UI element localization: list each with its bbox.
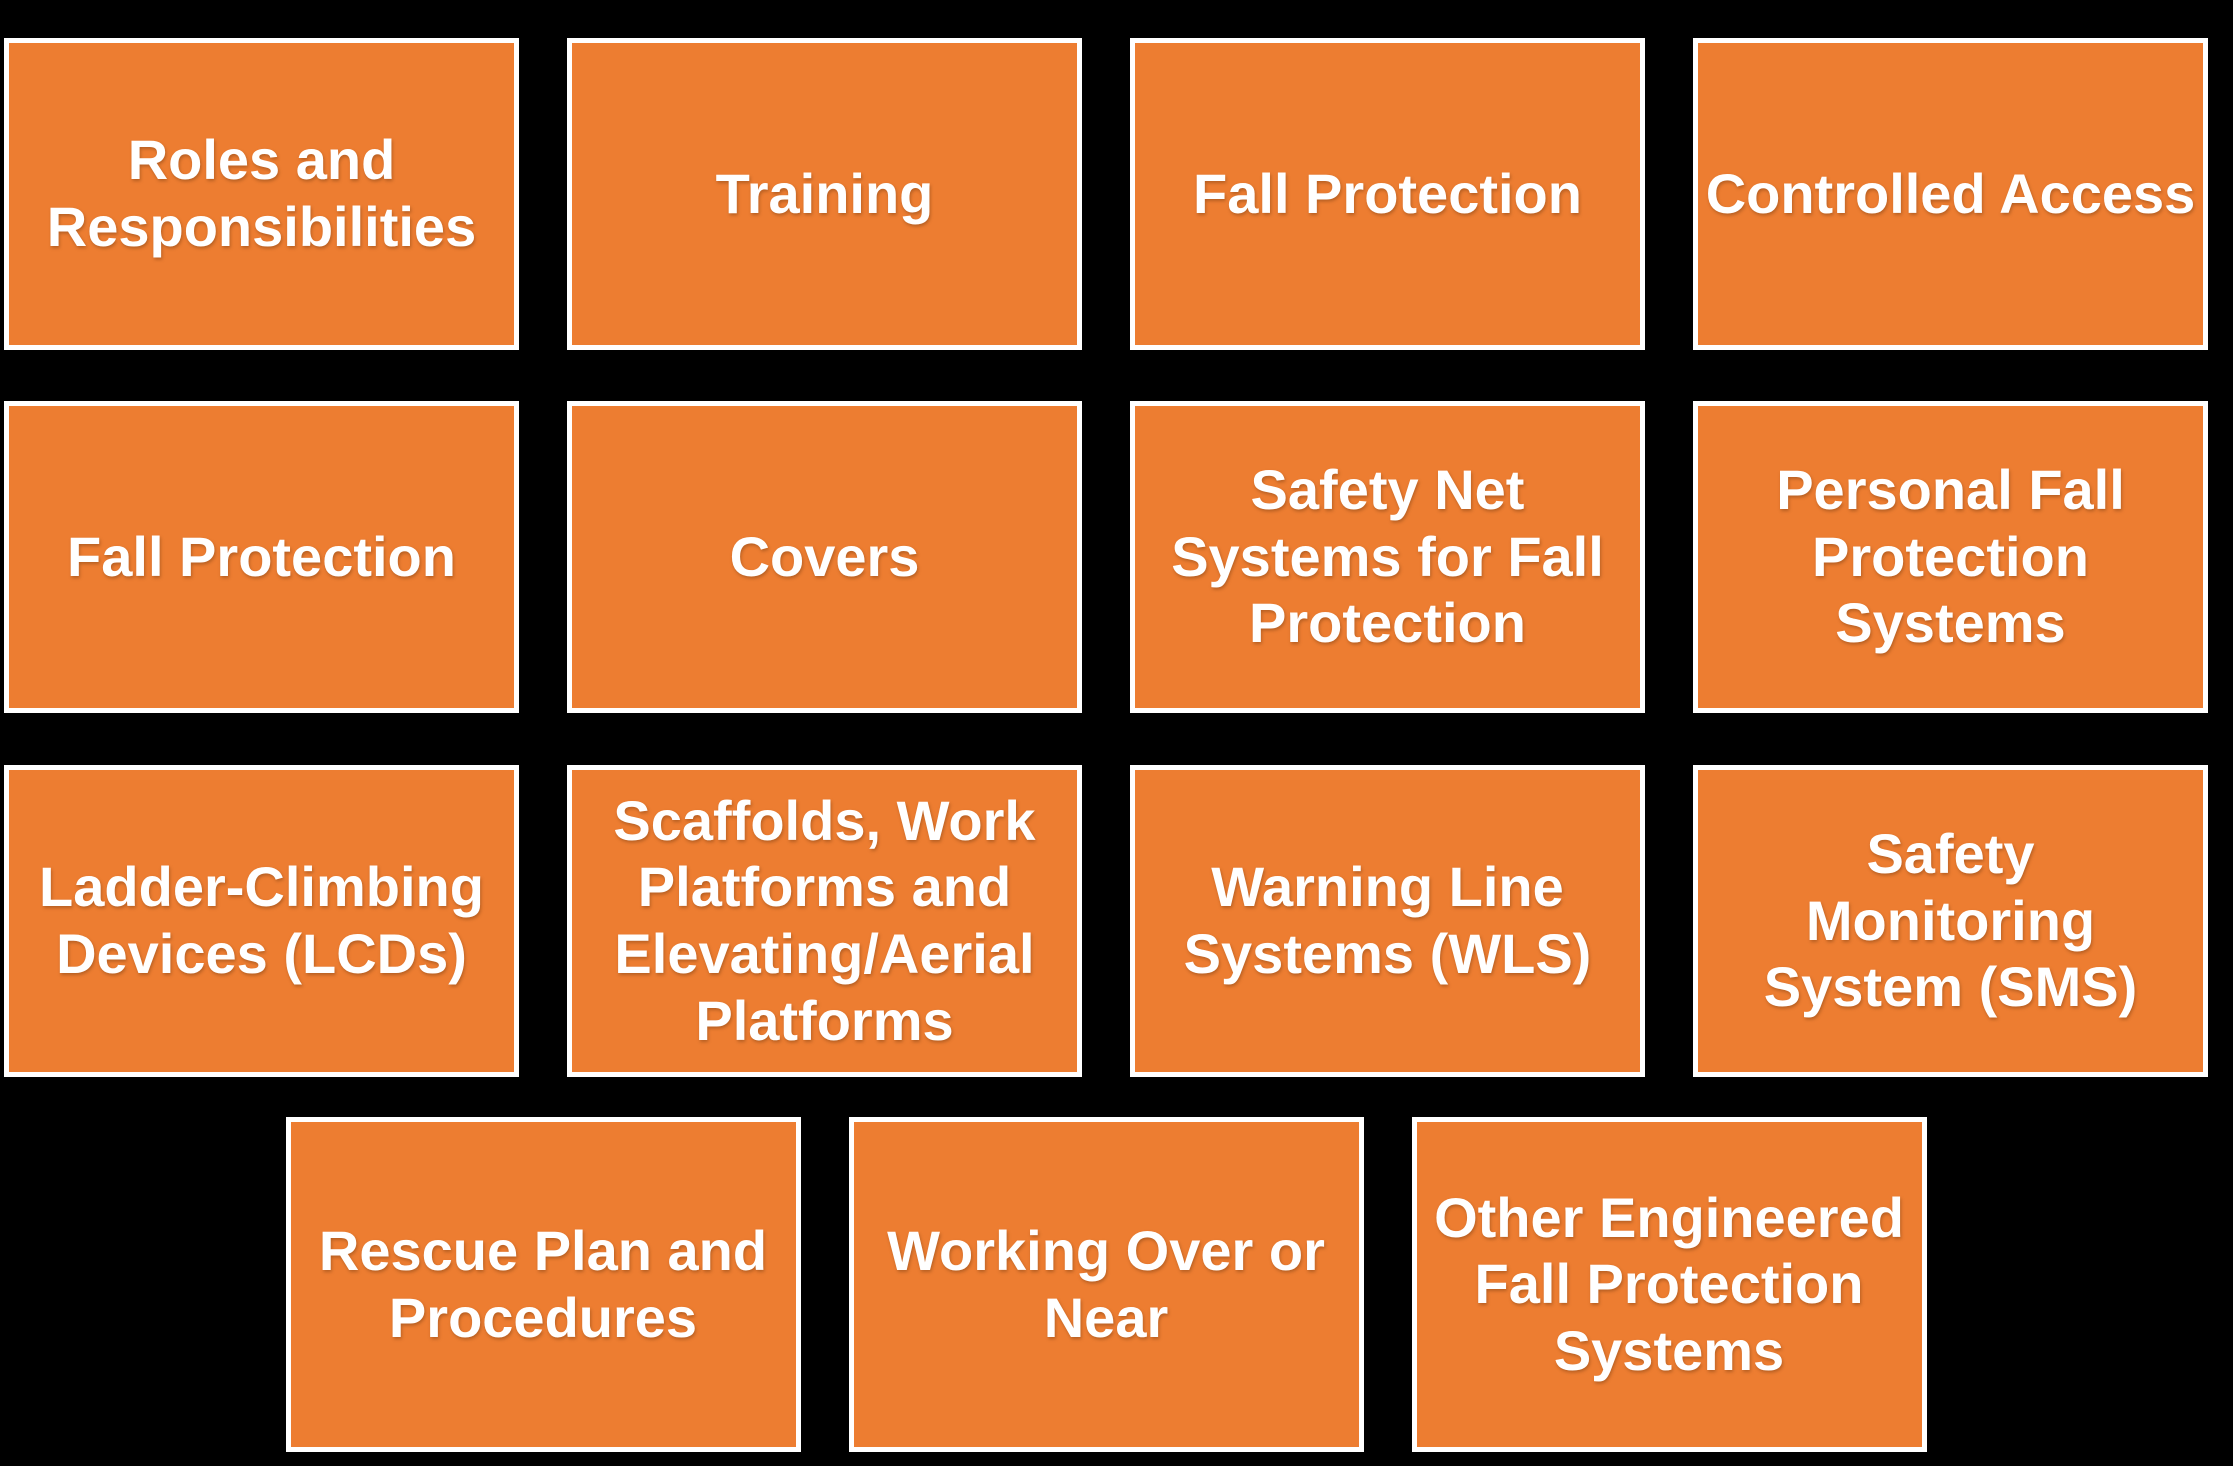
tile-training: Training	[567, 38, 1082, 350]
tile-fall-protection-2: Fall Protection	[4, 401, 519, 713]
tile-safety-net-systems: Safety Net Systems for Fall Protection	[1130, 401, 1645, 713]
tile-rescue-plan-and-procedures: Rescue Plan and Procedures	[285, 1117, 801, 1452]
tile-covers: Covers	[567, 401, 1082, 713]
tile-controlled-access: Controlled Access	[1693, 38, 2208, 350]
tile-personal-fall-protection-systems: Personal Fall Protection Systems	[1693, 401, 2208, 713]
tile-fall-protection-1: Fall Protection	[1130, 38, 1645, 350]
tile-row-2: Fall Protection Covers Safety Net System…	[4, 401, 2208, 713]
tile-row-1: Roles and Responsibilities Training Fall…	[4, 38, 2208, 350]
tile-row-4: Rescue Plan and Procedures Working Over …	[4, 1117, 2208, 1452]
tile-grid: Roles and Responsibilities Training Fall…	[4, 38, 2208, 1452]
tile-working-over-or-near: Working Over or Near	[848, 1117, 1364, 1452]
tile-roles-and-responsibilities: Roles and Responsibilities	[4, 38, 519, 350]
tile-row-3: Ladder-Climbing Devices (LCDs) Scaffolds…	[4, 765, 2208, 1077]
tile-warning-line-systems: Warning Line Systems (WLS)	[1130, 765, 1645, 1077]
tile-other-engineered-fall-protection-systems: Other Engineered Fall Protection Systems	[1411, 1117, 1927, 1452]
tile-scaffolds-work-platforms: Scaffolds, Work Platforms and Elevating/…	[567, 765, 1082, 1077]
tile-safety-monitoring-system: Safety Monitoring System (SMS)	[1693, 765, 2208, 1077]
tile-ladder-climbing-devices: Ladder-Climbing Devices (LCDs)	[4, 765, 519, 1077]
